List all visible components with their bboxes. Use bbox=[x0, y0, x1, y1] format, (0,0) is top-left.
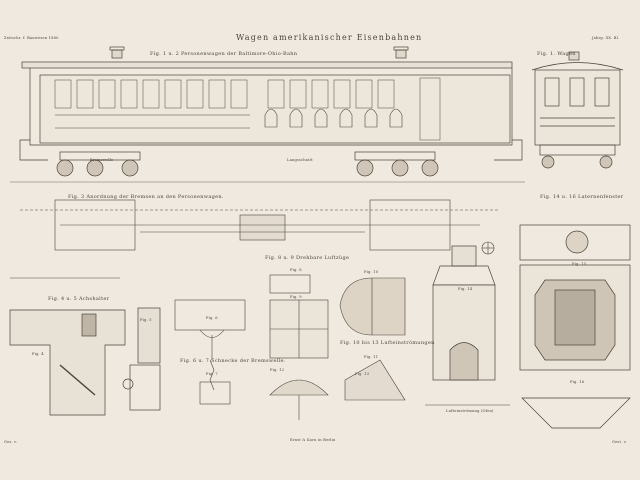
label-langsschnitt: Langsschnitt bbox=[287, 158, 313, 162]
plate-title: Wagen amerikanischer Eisenbahnen bbox=[236, 33, 423, 42]
fig-10-13-caption: Fig. 10 bis 13 Lufteinströmungen bbox=[340, 340, 435, 346]
passenger-car-elevation bbox=[10, 46, 525, 183]
label-fig13: Fig. 13 bbox=[355, 372, 370, 376]
fig-1-2-caption: Fig. 1 u. 2 Personenwagen der Baltimore-… bbox=[150, 51, 298, 57]
label-fig8: Fig. 8 bbox=[290, 268, 302, 272]
ventilator-drawing bbox=[269, 274, 329, 420]
journal-note: Zeitschr. f. Bauwesen 1880 bbox=[4, 36, 59, 40]
draftsman-credit: Gez. v. bbox=[4, 440, 18, 444]
label-fig15: Fig. 15 bbox=[572, 262, 587, 266]
fig-3-caption: Fig. 3 Anordnung der Bremsen an den Pers… bbox=[68, 194, 224, 200]
label-fig4: Fig. 4 bbox=[32, 352, 44, 356]
fig-4-5-caption: Fig. 4 u. 5 Achshalter bbox=[48, 296, 110, 302]
engraver-credit: Gest. v. bbox=[612, 440, 627, 444]
label-fig11: Fig. 11 bbox=[364, 355, 379, 359]
label-bremswelle: Bremswelle bbox=[90, 158, 114, 162]
label-fig9: Fig. 9 bbox=[290, 295, 302, 299]
label-fig14: Fig. 14 bbox=[458, 287, 473, 291]
label-fig7: Fig. 7 bbox=[206, 372, 218, 376]
label-fig12: Fig. 12 bbox=[270, 368, 285, 372]
air-inlet-drawing bbox=[339, 277, 406, 401]
label-fig16: Fig. 16 bbox=[570, 380, 585, 384]
label-fig5: Fig. 5 bbox=[140, 318, 152, 322]
label-stove: Lufteinströmung (Ofen) bbox=[446, 409, 494, 413]
fig-14-16-caption: Fig. 14 u. 16 Laternenfenster bbox=[540, 194, 624, 200]
fig-end-caption: Fig. 1. Wagen bbox=[537, 51, 576, 57]
fig-8-9-caption: Fig. 8 u. 9 Drehbare Luftzüge bbox=[265, 255, 350, 261]
stove-drawing bbox=[425, 245, 510, 406]
brake-arrangement-plan bbox=[20, 199, 500, 255]
car-end-view bbox=[531, 51, 624, 169]
plate-number: Jahrg. XX. Bl. bbox=[592, 36, 620, 40]
publisher-credit: Ernst & Korn in Berlin bbox=[290, 438, 336, 442]
fig-6-7-caption: Fig. 6 u. 7 Schnecke der Bremswelle. bbox=[180, 358, 286, 364]
lantern-window-drawing bbox=[519, 224, 631, 429]
label-fig6: Fig. 6 bbox=[206, 316, 218, 320]
axle-guard-drawing bbox=[9, 277, 161, 416]
worm-gear-drawing bbox=[174, 299, 246, 405]
label-fig10: Fig. 10 bbox=[364, 270, 379, 274]
